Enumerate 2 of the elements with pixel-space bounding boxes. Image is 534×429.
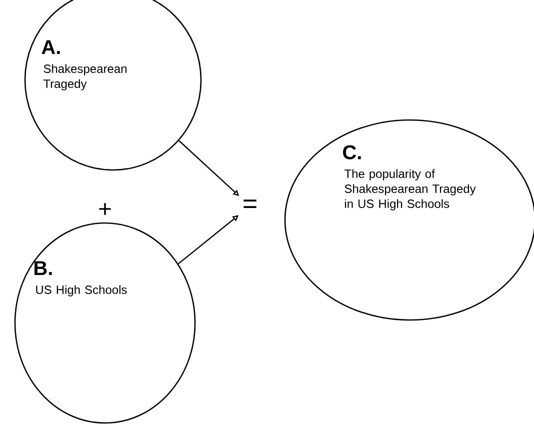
plus-sign: + (99, 203, 111, 215)
equals-sign: = (244, 200, 256, 208)
